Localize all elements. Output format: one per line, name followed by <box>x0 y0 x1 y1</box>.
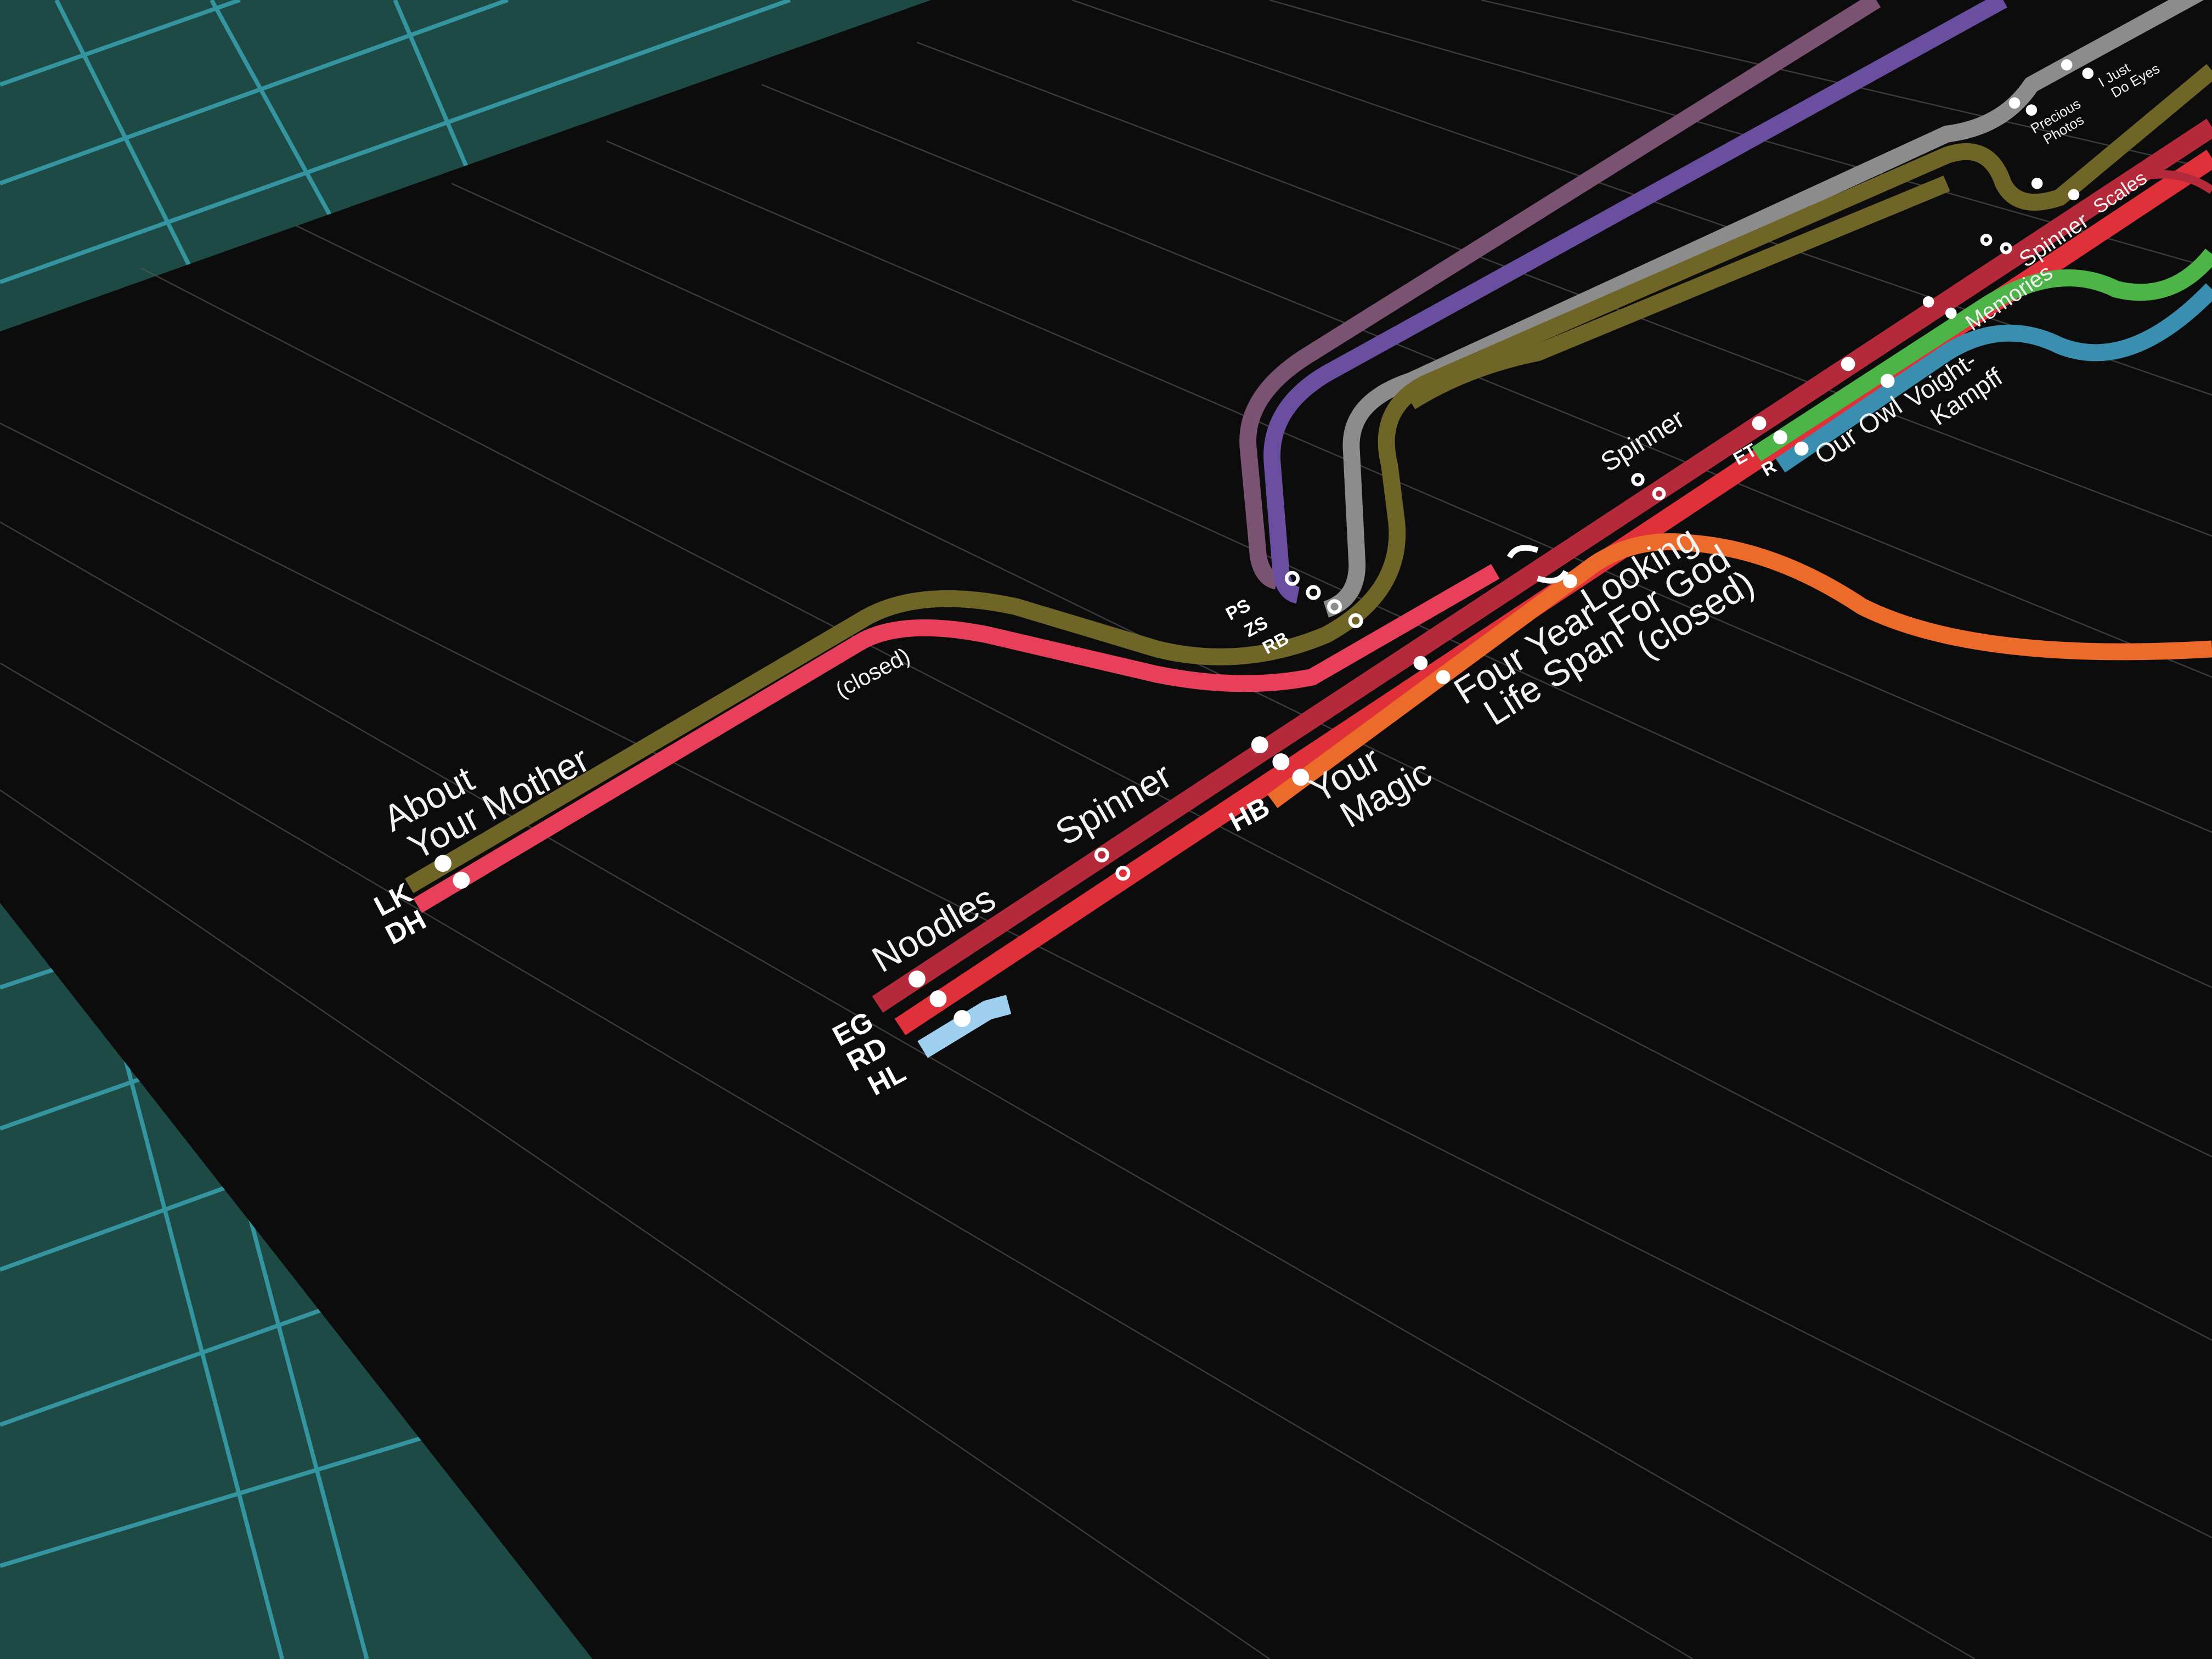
line-green <box>1752 249 2212 461</box>
line-pink <box>413 564 1500 913</box>
line-blue <box>1775 283 2212 473</box>
interchange-icon <box>1506 545 1568 584</box>
line-olive-upper <box>1406 176 1950 409</box>
line-grey <box>1323 0 2204 618</box>
line-mauve <box>1239 0 1881 590</box>
line-light-blue <box>917 995 1012 1058</box>
line-crimson-curve <box>2114 170 2212 194</box>
station-markers <box>435 59 2094 1027</box>
line-purple <box>1263 0 2007 604</box>
line-orange <box>1267 533 2212 808</box>
cutting-mat-grid <box>0 0 791 1659</box>
line-olive <box>404 64 2212 894</box>
line-dark-red <box>872 119 2212 1013</box>
